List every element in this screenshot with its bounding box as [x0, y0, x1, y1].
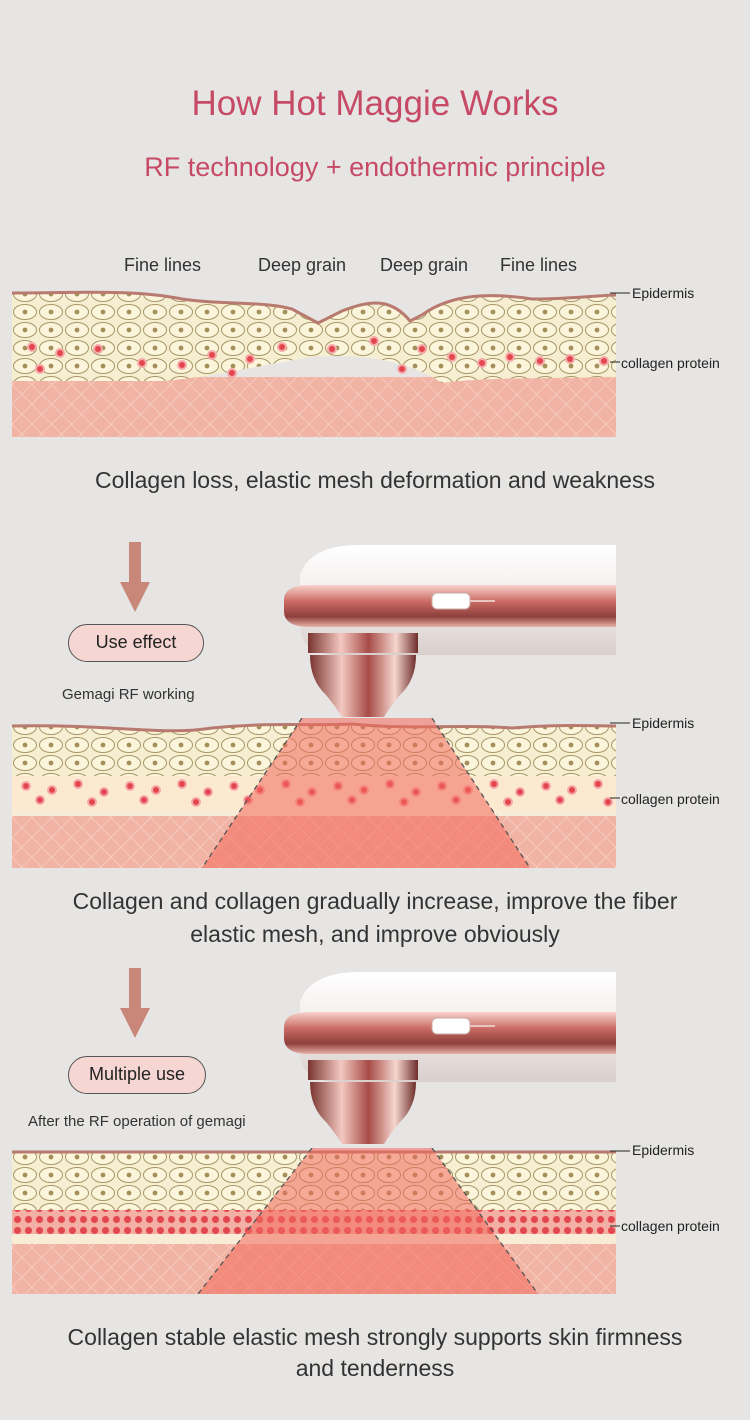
multiple-use-pill: Multiple use: [68, 1056, 206, 1094]
collagen-label: collagen protein: [621, 1218, 720, 1234]
caption-use-effect-line2: elastic mesh, and improve obviously: [190, 921, 560, 947]
skin-cross-section-after: [12, 1148, 616, 1294]
epidermis-label: Epidermis: [632, 285, 695, 301]
after-rf-note: After the RF operation of gemagi: [28, 1113, 246, 1130]
caption-multiple-use-line2: and tenderness: [295, 1355, 455, 1381]
page-subtitle: RF technology + endothermic principle: [144, 152, 606, 182]
collagen-label: collagen protein: [621, 355, 720, 371]
rf-device-image: [284, 545, 616, 717]
rf-device-image: [284, 972, 616, 1144]
use-effect-pill: Use effect: [68, 624, 204, 662]
epidermis-label: Epidermis: [632, 715, 695, 731]
down-arrow-icon: [120, 542, 150, 612]
label-deep-grain-left: Deep grain: [258, 255, 347, 275]
collagen-label: collagen protein: [621, 791, 720, 807]
epidermis-label: Epidermis: [632, 1142, 695, 1158]
label-deep-grain-right: Deep grain: [380, 255, 469, 275]
caption-multiple-use-line1: Collagen stable elastic mesh strongly su…: [67, 1324, 683, 1350]
label-fine-lines-right: Fine lines: [500, 255, 578, 275]
page-title: How Hot Maggie Works: [191, 84, 559, 123]
label-fine-lines-left: Fine lines: [124, 255, 202, 275]
caption-use-effect-line1: Collagen and collagen gradually increase…: [72, 888, 678, 914]
down-arrow-icon: [120, 968, 150, 1038]
label-leader-lines-2: [610, 722, 630, 799]
caption-before: Collagen loss, elastic mesh deformation …: [95, 467, 655, 493]
skin-cross-section-before: [12, 290, 616, 437]
label-leader-lines-3: [610, 1150, 630, 1227]
label-leader-lines-1: [610, 292, 630, 363]
skin-cross-section-treatment: [12, 718, 616, 868]
gemagi-working-note: Gemagi RF working: [62, 686, 195, 703]
